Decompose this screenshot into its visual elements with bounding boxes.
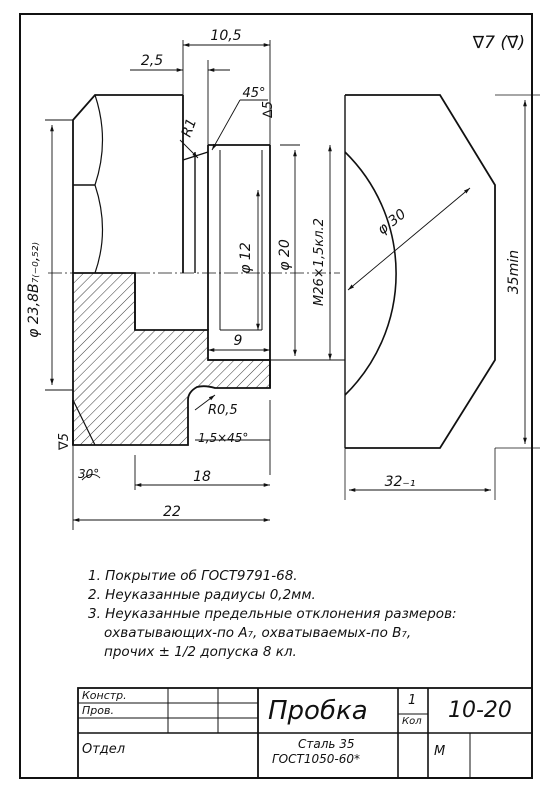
section-view <box>48 94 340 446</box>
dim-32: 32₋₁ <box>385 474 416 490</box>
dim-d23: φ 23,8B₇₍₋₀,₅₂₎ <box>26 242 42 338</box>
tb-qty: 1 <box>408 693 417 708</box>
title-block-grid <box>77 687 533 779</box>
tb-otdel: Отдел <box>82 742 126 757</box>
dim-thread: M26×1,5кл.2 <box>312 218 327 306</box>
note-3-line-2: охватывающих-по А₇, охватываемых-по В₇, <box>104 625 412 641</box>
dim-22: 22 <box>163 504 181 520</box>
dim-r05: R0,5 <box>208 403 238 418</box>
tb-material-1: Сталь 35 <box>298 737 355 751</box>
roughness-main: ∇7 (∇̇) <box>472 33 525 53</box>
hex-outline <box>72 94 183 273</box>
tb-material-2: ГОСТ1050-60* <box>272 752 360 766</box>
dim-2-5: 2,5 <box>141 53 163 69</box>
dim-tri5-left: ∇5 <box>57 433 72 451</box>
dim-angle-45: 45° <box>242 86 265 101</box>
tb-prov: Пров. <box>82 704 114 717</box>
dim-r1: R1 <box>179 116 200 139</box>
note-1: 1. Покрытие об ГОСТ9791-68. <box>88 568 298 584</box>
dim-10-5: 10,5 <box>210 28 241 44</box>
note-3: 3. Неуказанные предельные отклонения раз… <box>88 606 457 622</box>
dim-d20: φ 20 <box>277 239 293 271</box>
notes-block: 1. Покрытие об ГОСТ9791-68. 2. Неуказанн… <box>88 567 528 662</box>
note-2: 2. Неуказанные радиусы 0,2мм. <box>88 587 316 603</box>
dim-tri5-top: ∆5 <box>261 101 276 119</box>
end-view <box>344 94 540 500</box>
dim-18: 18 <box>193 469 211 485</box>
dim-h35: 35min <box>506 250 522 294</box>
tb-qty-label: Кол <box>402 716 422 727</box>
dim-angle-30: 30° <box>78 467 99 481</box>
dim-9: 9 <box>234 333 243 349</box>
tb-scale: М <box>434 744 446 759</box>
hatched-section <box>72 272 271 446</box>
tb-konstr: Констр. <box>82 689 127 702</box>
note-3-line-3: прочих ± 1/2 допуска 8 кл. <box>104 644 297 660</box>
dim-chamfer: 1,5×45° <box>198 431 248 445</box>
part-name: Пробка <box>268 696 368 726</box>
dimension-lines <box>45 40 345 530</box>
dim-d12: φ 12 <box>238 242 254 274</box>
drawing-number: 10-20 <box>448 698 512 723</box>
